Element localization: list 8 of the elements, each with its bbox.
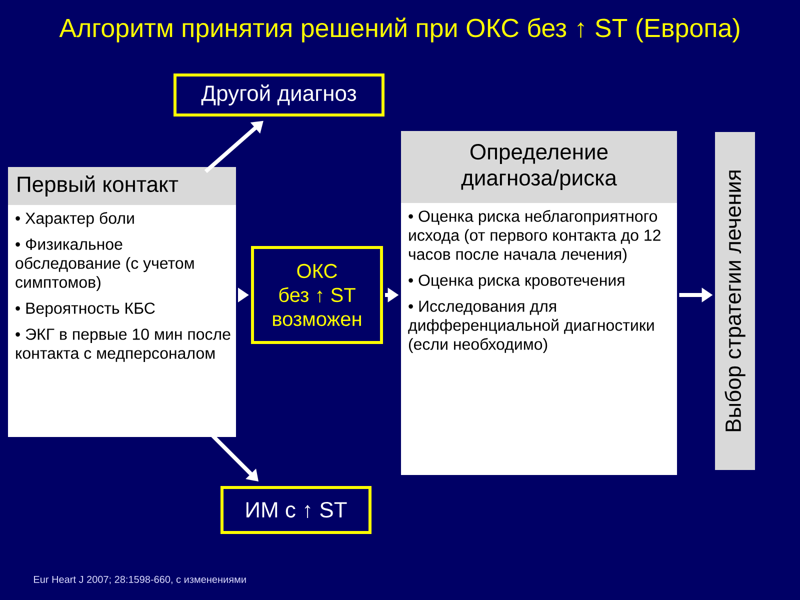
source-note: Eur Heart J 2007; 28:1598-660, с изменениями [34,576,246,584]
outcome-box: Другой диагноз [174,74,384,116]
process-box: Определение диагноза/риска • Оценка риска неблагоприятного исхода (от первого контакта до 12 часов после начала лечения) • Оценка риска кровотечения • Исследования для дифференциальной диагностики (если необходимо) [401,131,677,475]
title: Алгоритм принятия решений при ОКС без ↑ ST (Европа) [59,18,740,42]
outcome-box: ИМ с ↑ ST [220,486,372,534]
result-bar: Выбор стратегии лечения [715,132,755,470]
outcome-box: ОКС без ↑ ST возможен [251,246,383,344]
process-box: Первый контакт • Характер боли • Физикальное обследование (с учетом симптомов) • Вероятность КБС • ЭКГ в первые 10 мин после контакта с медперсоналом [8,167,236,437]
